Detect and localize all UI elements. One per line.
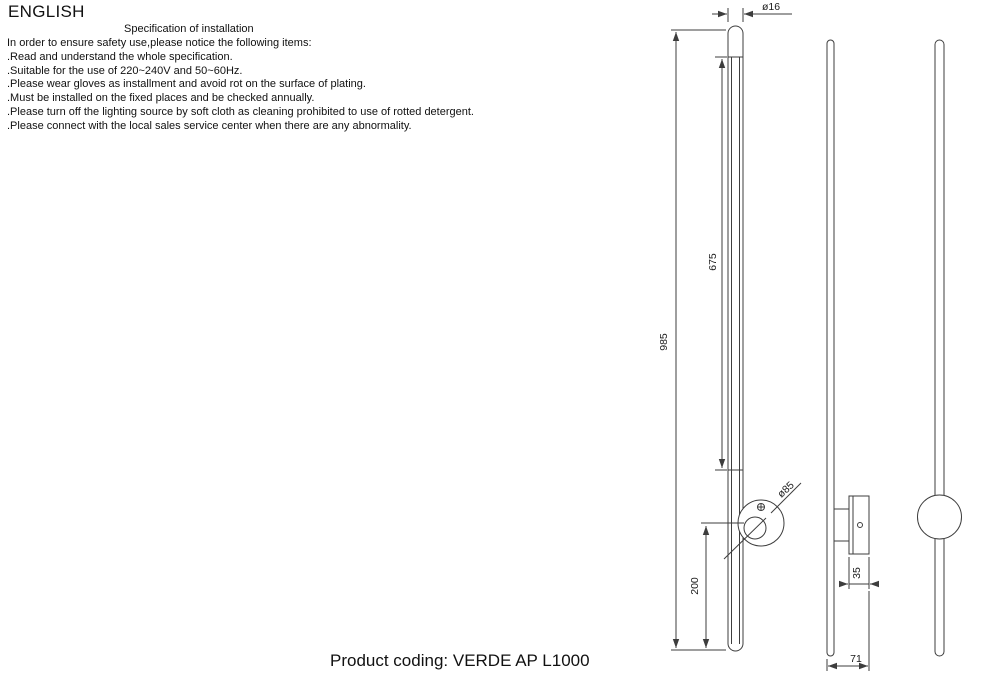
canopy-profile-circle [917,494,962,540]
dimension-rod-diameter [712,8,792,22]
spec-intro: In order to ensure safety use,please not… [7,37,312,49]
profile-view [917,39,962,657]
spec-item: .Read and understand the whole specifica… [7,50,233,63]
spec-title: Specification of installation [124,23,254,35]
lamp-rod-side [826,39,835,657]
lamp-rod-profile [934,39,945,657]
canopy-inner-circle [743,516,767,540]
dim-overall-length-label: 985 [658,333,670,351]
spec-item: .Please turn off the lighting source by … [7,105,474,118]
spec-item: .Please connect with the local sales ser… [7,119,412,132]
wall-bracket [848,495,870,555]
dimension-overall-depth [826,591,870,671]
lamp-rod-front [727,25,744,652]
dimension-bracket-depth [839,557,879,589]
dim-overall-depth-label: 71 [850,653,862,665]
spec-instructions: In order to ensure safety use,please not… [7,37,474,134]
dim-bracket-depth-label: 35 [851,567,863,579]
spec-item: .Please wear gloves as installment and a… [7,78,366,91]
dimension-overall-length [671,29,726,651]
side-view [826,39,879,671]
canopy-diameter-leader [770,482,802,514]
dim-rod-diameter-label: ø16 [762,1,780,13]
spec-item: .Must be installed on the fixed places a… [7,92,315,105]
canopy-front [701,482,802,560]
canopy-leader-line [723,517,767,560]
dimension-lit-section [715,56,727,471]
language-heading: ENGLISH [8,2,85,21]
spec-item: .Suitable for the use of 220~240V and 50… [7,64,243,77]
front-view [671,8,802,652]
product-coding: Product coding: VERDE AP L1000 [330,651,590,670]
dim-canopy-to-end-label: 200 [689,577,701,595]
dim-canopy-diameter-label: ø85 [775,479,797,500]
dim-lit-section-label: 675 [707,253,719,271]
bracket-screw-hole [857,522,863,528]
